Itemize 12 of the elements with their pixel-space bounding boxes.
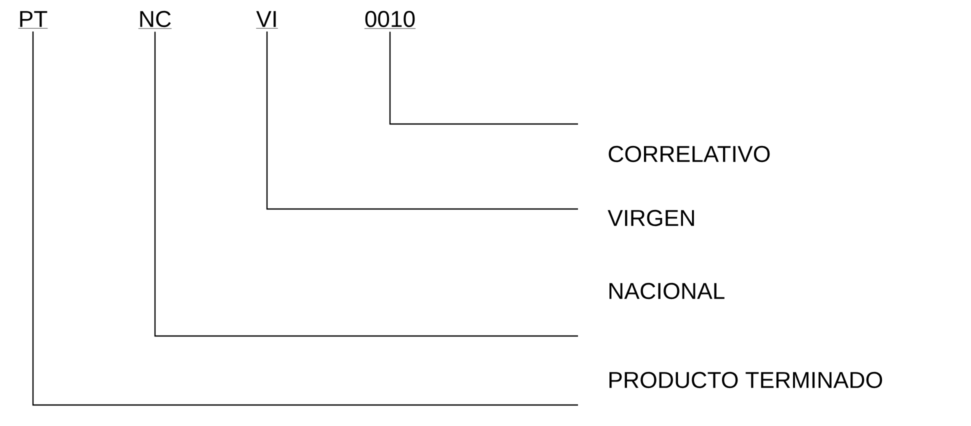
code-label: 0010 (364, 10, 416, 29)
description-label: NACIONAL (610, 282, 724, 300)
code-label: PT (18, 11, 48, 29)
description-label: VIRGEN (608, 210, 694, 226)
leader-line (266, 32, 578, 210)
description-label: CORRELATIVO (608, 146, 770, 162)
leader-line (32, 32, 578, 406)
code-label: VI (256, 11, 278, 29)
leader-line (154, 32, 578, 337)
description-label: PRODUCTO TERMINADO (610, 372, 882, 388)
code-label: NC (138, 10, 172, 29)
leader-line (389, 32, 578, 125)
